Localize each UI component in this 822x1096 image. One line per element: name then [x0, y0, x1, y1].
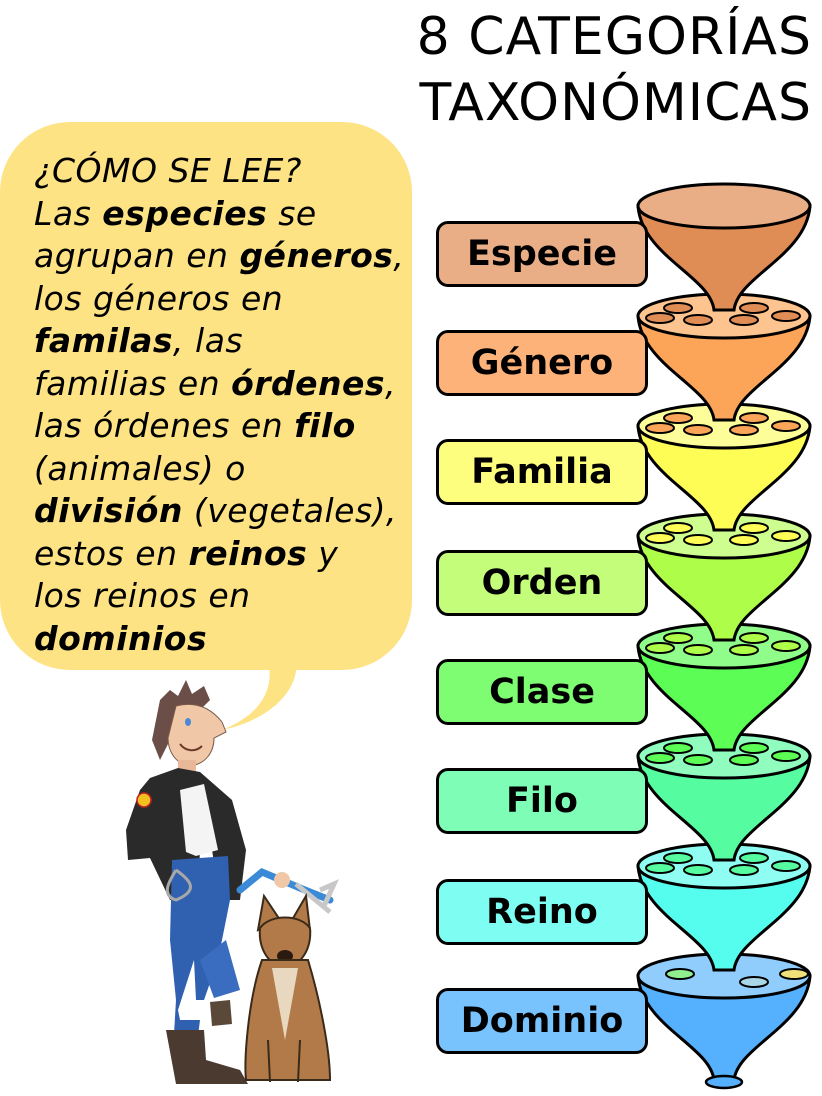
- bubble-line: estos en reinos y: [34, 533, 414, 576]
- bubble-line: división (vegetales),: [34, 490, 414, 533]
- bubble-line: agrupan en géneros,: [34, 235, 414, 278]
- bubble-line: los géneros en: [34, 278, 414, 321]
- bubble-text-fragment: familias en: [34, 363, 232, 403]
- bold-term: filo: [294, 406, 356, 445]
- bubble-line: dominios: [34, 618, 414, 661]
- title-line-1: 8 CATEGORÍAS: [416, 7, 812, 67]
- bold-term: especies: [102, 193, 268, 233]
- funnel-familia: [636, 402, 812, 532]
- dog-icon: [244, 892, 332, 1083]
- bubble-line: familas, las: [34, 320, 414, 363]
- funnel-clase: [636, 622, 812, 752]
- category-label-dominio: Dominio: [436, 988, 648, 1054]
- bubble-line: las órdenes en filo: [34, 405, 414, 448]
- category-label-clase: Clase: [436, 659, 648, 725]
- bubble-text-fragment: ,: [385, 363, 397, 403]
- bubble-text-fragment: estos en: [34, 533, 189, 573]
- bold-term: géneros: [239, 236, 394, 275]
- bubble-heading: ¿CÓMO SE LEE?: [34, 150, 414, 193]
- bubble-text-fragment: Las: [34, 193, 103, 233]
- bold-term: órdenes: [231, 363, 386, 403]
- bubble-text-fragment: los géneros en: [34, 278, 284, 318]
- bubble-line: Las especies se: [34, 193, 414, 236]
- funnel-especie: [636, 182, 812, 312]
- funnel-reino: [636, 842, 812, 972]
- bubble-text-fragment: agrupan en: [34, 236, 240, 275]
- funnel-dominio: [636, 952, 812, 1090]
- title-line-2: TAXONÓMICAS: [419, 73, 812, 133]
- man-icon: [126, 680, 339, 1084]
- bubble-line: los reinos en: [34, 575, 414, 618]
- bold-term: división: [34, 491, 183, 530]
- bubble-text-fragment: (vegetales),: [182, 491, 398, 530]
- funnel-orden: [636, 512, 812, 642]
- funnel-filo: [636, 732, 812, 862]
- bubble-text-fragment: se: [267, 193, 317, 233]
- bold-term: dominios: [34, 618, 208, 658]
- category-label-familia: Familia: [436, 439, 648, 505]
- category-label-filo: Filo: [436, 768, 648, 834]
- category-label-especie: Especie: [436, 221, 648, 287]
- category-label-orden: Orden: [436, 550, 648, 616]
- bubble-text-fragment: , las: [173, 321, 244, 360]
- bubble-line: familias en órdenes,: [34, 363, 414, 406]
- bold-term: familas: [34, 321, 174, 360]
- category-label-reino: Reino: [436, 879, 648, 945]
- speech-bubble: [0, 122, 412, 670]
- bubble-text-fragment: ,: [393, 236, 405, 275]
- bubble-text-fragment: los reinos en: [34, 576, 251, 615]
- bubble-line: (animales) o: [34, 448, 414, 491]
- bubble-text-fragment: las órdenes en: [34, 406, 295, 445]
- funnel-género: [636, 292, 812, 422]
- bubble-text-fragment: ¿CÓMO SE LEE?: [34, 151, 302, 190]
- category-label-género: Género: [436, 330, 648, 396]
- bubble-text-fragment: y: [307, 533, 339, 573]
- bubble-text-fragment: (animales) o: [34, 448, 246, 488]
- page-title: 8 CATEGORÍAS TAXONÓMICAS: [417, 4, 812, 136]
- bold-term: reinos: [188, 533, 308, 573]
